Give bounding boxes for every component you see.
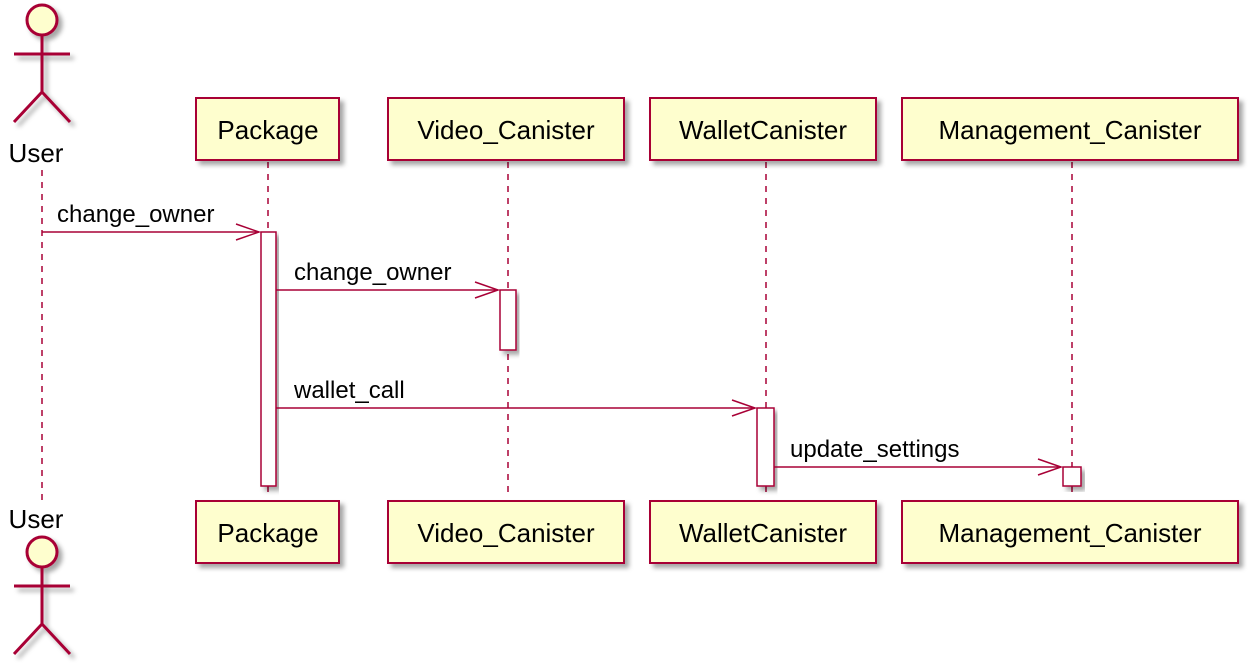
activation-management-canister: [1062, 466, 1082, 487]
message-wallet-to-management-canister: update_settings: [774, 436, 1064, 476]
actor-head: [25, 535, 59, 569]
arrowhead-icon: [474, 281, 501, 299]
actor-user-top: User: [9, 3, 72, 168]
arrowhead-icon: [731, 399, 758, 417]
message-label: update_settings: [790, 436, 959, 463]
participant-management-canister-bottom: Management_Canister: [901, 500, 1239, 564]
participant-management-canister-top: Management_Canister: [901, 97, 1239, 161]
arrowhead-icon: [1037, 458, 1064, 476]
participant-video-canister-label: Video_Canister: [417, 518, 595, 548]
activation-video-canister: [499, 289, 517, 351]
participant-package-bottom: Package: [195, 500, 340, 564]
participant-wallet-canister-top: WalletCanister: [649, 97, 877, 161]
message-user-to-package: change_owner: [42, 201, 262, 241]
participant-package-top: Package: [195, 97, 340, 161]
message-label: wallet_call: [293, 377, 405, 404]
participant-wallet-canister-label: WalletCanister: [679, 518, 847, 548]
activation-wallet-canister: [756, 407, 775, 487]
participant-wallet-canister-label: WalletCanister: [679, 115, 847, 145]
participant-wallet-canister-bottom: WalletCanister: [649, 500, 877, 564]
message-label: change_owner: [294, 259, 451, 286]
actor-head: [25, 3, 59, 37]
participant-package-label: Package: [217, 518, 318, 548]
participant-package-label: Package: [217, 115, 318, 145]
arrowhead-icon: [235, 223, 262, 241]
actor-user-label: User: [9, 138, 64, 168]
activation-package: [260, 231, 277, 487]
message-package-to-wallet-canister: wallet_call: [276, 377, 758, 417]
participant-video-canister-bottom: Video_Canister: [387, 500, 625, 564]
participant-video-canister-top: Video_Canister: [387, 97, 625, 161]
participant-management-canister-label: Management_Canister: [938, 518, 1201, 548]
actor-user-bottom: User: [9, 504, 72, 656]
actor-user-label: User: [9, 504, 64, 534]
participant-management-canister-label: Management_Canister: [938, 115, 1201, 145]
message-package-to-video-canister: change_owner: [276, 259, 501, 299]
message-label: change_owner: [57, 201, 214, 228]
participant-video-canister-label: Video_Canister: [417, 115, 595, 145]
